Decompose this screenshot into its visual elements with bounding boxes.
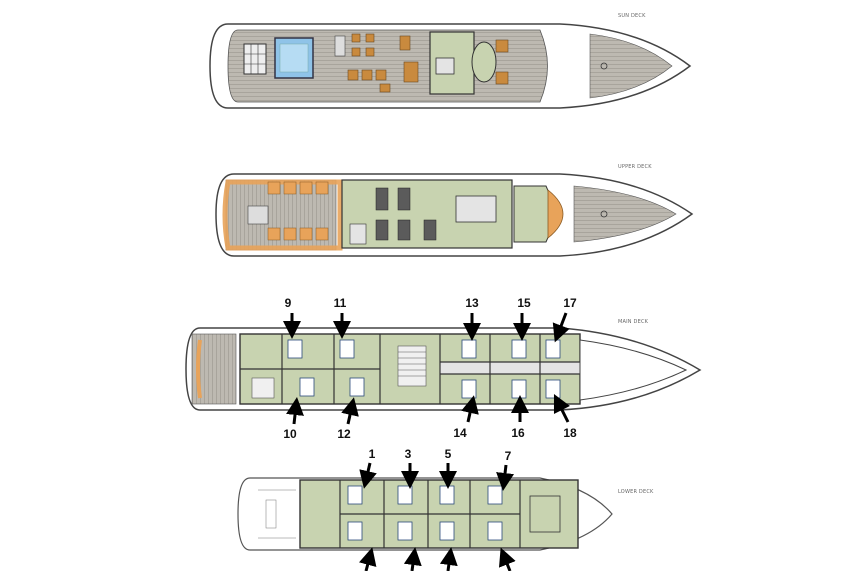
saloon-tables [375, 187, 437, 241]
cabin-label: 1 [369, 447, 376, 461]
upper-deck: UPPER DECK [215, 164, 694, 257]
cabin-label: 7 [505, 449, 512, 463]
cabin-label: 18 [563, 426, 577, 440]
bridge-console [547, 189, 564, 239]
cabin-label: 17 [563, 296, 577, 310]
main-deck-cabin-markers-bottom: 10 12 14 16 18 [283, 393, 577, 441]
sun-deck: SUN DECK [209, 13, 692, 109]
lower-deck-cabin-markers-top: 1 3 5 7 [359, 447, 514, 491]
cabin-label: 9 [285, 296, 292, 310]
upper-deck-title: UPPER DECK [618, 164, 652, 170]
lower-deck-cabin-markers-bottom [358, 547, 516, 571]
lower-deck-title: LOWER DECK [618, 489, 654, 495]
cabin-label: 15 [517, 296, 531, 310]
cabin-label: 14 [453, 426, 467, 440]
main-deck-title: MAIN DECK [618, 319, 649, 325]
main-deck-beds [287, 339, 561, 399]
sun-deck-foredeck [589, 33, 673, 99]
aft-lounge-sofa [222, 179, 343, 251]
cabin-label: 5 [445, 447, 452, 461]
sun-deck-title: SUN DECK [618, 13, 646, 19]
lower-deck-beds [347, 485, 503, 541]
cabin-label: 16 [511, 426, 525, 440]
cabin-label: 12 [337, 427, 351, 441]
sun-deck-furniture [347, 33, 419, 93]
cabin-label: 10 [283, 427, 297, 441]
main-deck-cabin-markers-top: 9 11 13 15 17 [283, 296, 577, 343]
cabin-label: 13 [465, 296, 479, 310]
cabin-label: 11 [334, 296, 347, 310]
lower-deck: LOWER DECK 1 3 5 7 [237, 447, 654, 571]
cabin-label: 3 [405, 447, 412, 461]
main-deck: MAIN DECK 9 11 13 15 17 10 12 14 16 18 [185, 296, 702, 441]
upper-deck-lounge-chairs [267, 181, 329, 241]
main-deck-staircase [397, 345, 427, 387]
